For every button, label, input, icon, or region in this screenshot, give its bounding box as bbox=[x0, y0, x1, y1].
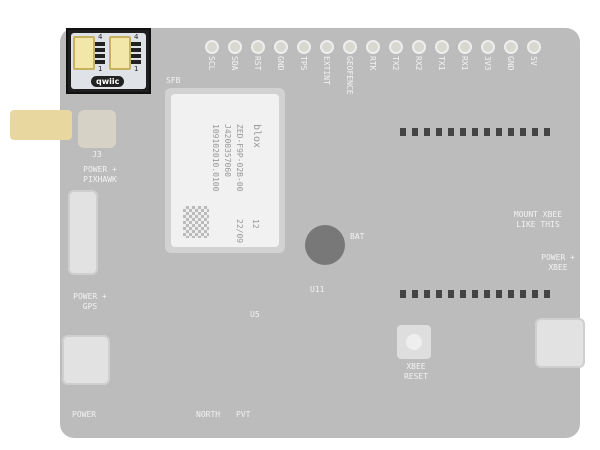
pad bbox=[228, 40, 242, 54]
label-u5: U5 bbox=[250, 310, 260, 319]
battery bbox=[305, 225, 345, 265]
pad bbox=[297, 40, 311, 54]
module-rev: 12 bbox=[251, 219, 260, 229]
label-sfb: SFB bbox=[166, 76, 181, 85]
pad-label: RX1 bbox=[460, 56, 469, 71]
pad-label: TX1 bbox=[437, 56, 446, 71]
xbee-header-top bbox=[400, 128, 555, 136]
pad-label: RST bbox=[253, 56, 262, 71]
pad-label: RX2 bbox=[414, 56, 423, 71]
pad bbox=[412, 40, 426, 54]
qwiic-connector-1 bbox=[73, 36, 95, 70]
module-serial: 109102010.0100 bbox=[211, 124, 220, 192]
pad bbox=[389, 40, 403, 54]
pad-label: GND bbox=[506, 56, 515, 71]
qwiic-connector-2 bbox=[109, 36, 131, 70]
pad bbox=[435, 40, 449, 54]
pad-label: TX2 bbox=[391, 56, 400, 71]
label-power-pixhawk: POWER + PIXHAWK bbox=[83, 165, 117, 184]
pad-label: EXTINT bbox=[322, 56, 331, 85]
label-power-gps: POWER + GPS bbox=[73, 292, 107, 311]
pad-label: SDA bbox=[230, 56, 239, 71]
pin-1-label: 1 bbox=[98, 65, 103, 73]
label-pvt-led: PVT bbox=[236, 410, 251, 419]
pin-4-label: 4 bbox=[134, 33, 139, 41]
gnss-module: blox ZED-F9P-02B-00 J4200357060 10910201… bbox=[165, 88, 285, 253]
label-north: NORTH bbox=[196, 410, 221, 419]
module-part: ZED-F9P-02B-00 bbox=[235, 124, 244, 192]
label-bat: BAT bbox=[350, 232, 365, 241]
pad bbox=[366, 40, 380, 54]
module-lot: J4200357060 bbox=[223, 124, 232, 177]
pad bbox=[274, 40, 288, 54]
pin-1-label: 1 bbox=[134, 65, 139, 73]
label-power-led: POWER bbox=[72, 410, 97, 419]
module-brand: blox bbox=[251, 124, 262, 149]
pad bbox=[527, 40, 541, 54]
qwiic-connectors-highlight: 4 4 1 1 qwiic bbox=[66, 28, 151, 94]
pad-label: SCL bbox=[207, 56, 216, 71]
pad bbox=[504, 40, 518, 54]
qwiic-logo: qwiic bbox=[91, 76, 125, 87]
label-power-xbee: POWER + XBEE bbox=[541, 253, 575, 272]
sma-base bbox=[78, 110, 116, 148]
pad-label: 3V3 bbox=[483, 56, 492, 71]
pad-label: GND bbox=[276, 56, 285, 71]
pad bbox=[205, 40, 219, 54]
sma-connector bbox=[10, 110, 72, 140]
pad bbox=[251, 40, 265, 54]
pin-4-label: 4 bbox=[98, 33, 103, 41]
label-u11: U11 bbox=[310, 285, 325, 294]
label-j3: J3 bbox=[92, 150, 102, 159]
pixhawk-connector bbox=[68, 190, 98, 275]
usb-c-left bbox=[62, 335, 110, 385]
qwiic-pins-1 bbox=[95, 42, 105, 64]
datamatrix-code bbox=[183, 206, 209, 238]
qwiic-pins-2 bbox=[131, 42, 141, 64]
pad bbox=[481, 40, 495, 54]
pad bbox=[343, 40, 357, 54]
xbee-header-bottom bbox=[400, 290, 555, 298]
usb-c-right bbox=[535, 318, 585, 368]
label-mount-xbee: MOUNT XBEE LIKE THIS bbox=[513, 210, 563, 229]
pad-label: 5V bbox=[529, 56, 538, 66]
pad bbox=[320, 40, 334, 54]
pad-label: GEOFENCE bbox=[345, 56, 354, 95]
pad-label: TPS bbox=[299, 56, 308, 71]
pad-label: RTK bbox=[368, 56, 377, 71]
reset-button bbox=[397, 325, 431, 359]
module-date: 22/09 bbox=[235, 219, 244, 244]
pad bbox=[458, 40, 472, 54]
label-reset: XBEE RESET bbox=[403, 362, 429, 381]
